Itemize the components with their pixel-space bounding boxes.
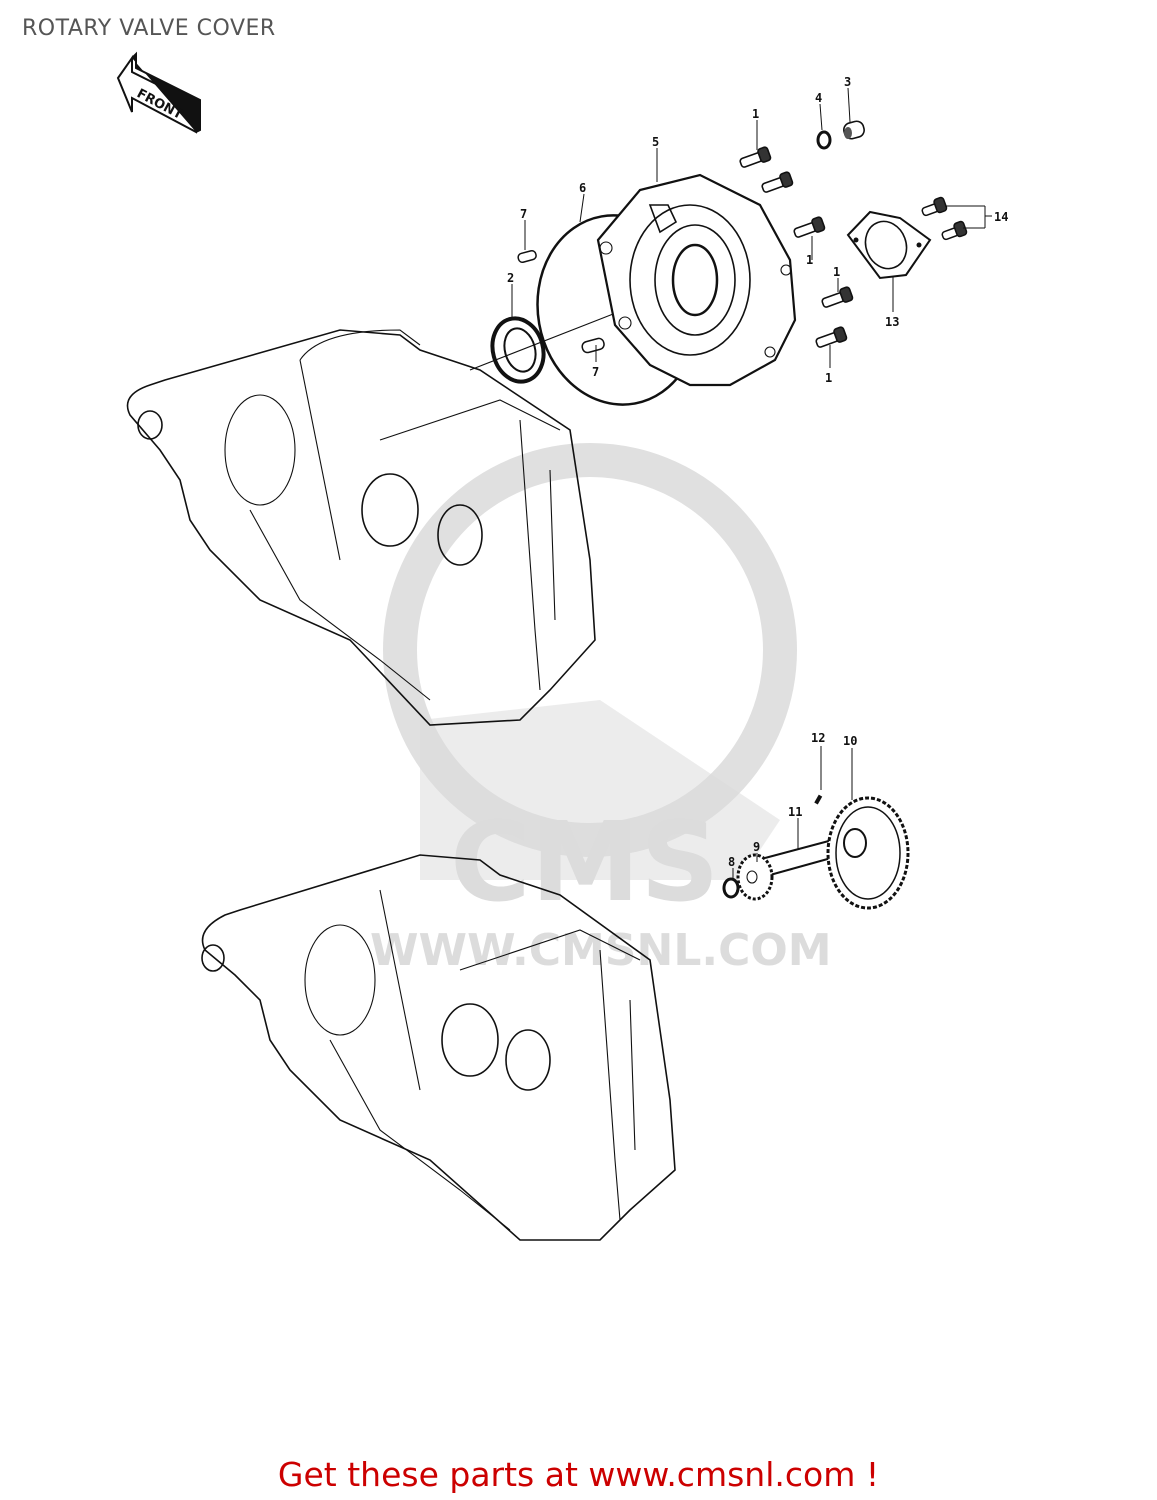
callout-6: 6 — [579, 181, 586, 195]
callout-10: 10 — [843, 734, 857, 748]
upper-crankcase — [126, 329, 596, 726]
cap — [846, 210, 932, 280]
callout-4: 4 — [815, 91, 822, 105]
callout-1: 1 — [806, 253, 813, 267]
callout-5: 5 — [652, 135, 659, 149]
callout-8: 8 — [728, 855, 735, 869]
callout-2: 2 — [507, 271, 514, 285]
callout-14: 14 — [994, 210, 1008, 224]
callout-13: 13 — [885, 315, 899, 329]
watermark: CMS WWW.CMSNL.COM — [370, 443, 832, 976]
cmsnl-link[interactable]: Get these parts at www.cmsnl.com ! — [277, 1455, 880, 1494]
dowel-pin — [581, 337, 605, 354]
callout-12: 12 — [811, 731, 825, 745]
lower-crankcase — [201, 854, 676, 1241]
bolts — [739, 146, 854, 348]
front-arrow-icon: FRONT — [116, 51, 201, 134]
callout-9: 9 — [753, 840, 760, 854]
callout-11: 11 — [788, 805, 802, 819]
leader-lines — [511, 87, 992, 880]
collar — [843, 120, 865, 140]
gear-assembly — [722, 794, 910, 910]
oil-seal — [490, 316, 546, 384]
washer — [816, 130, 832, 150]
callout-1: 1 — [752, 107, 759, 121]
rotary-valve-cover — [596, 173, 797, 387]
callout-3: 3 — [844, 75, 851, 89]
screws — [921, 196, 968, 241]
callout-7: 7 — [592, 365, 599, 379]
callout-1: 1 — [825, 371, 832, 385]
dowel-pin — [517, 249, 537, 264]
page-title: ROTARY VALVE COVER — [22, 16, 276, 41]
watermark-logo: CMS — [450, 798, 719, 926]
callout-7: 7 — [520, 207, 527, 221]
callout-1: 1 — [833, 265, 840, 279]
